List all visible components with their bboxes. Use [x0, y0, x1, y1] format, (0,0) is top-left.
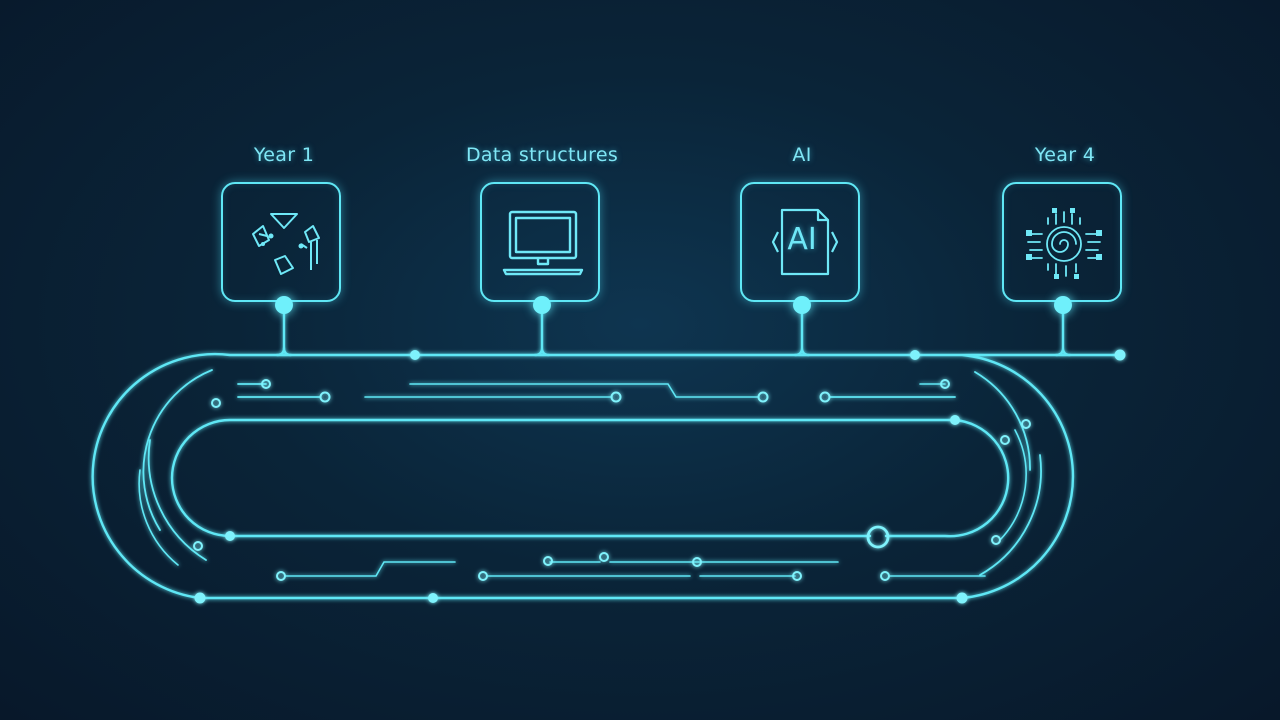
milestone-node-4 [1054, 296, 1072, 314]
circuit-spiral-icon [1026, 208, 1102, 279]
milestone-label-ai: AI [792, 144, 812, 166]
milestone-node-2 [533, 296, 551, 314]
milestone-label-year-1: Year 1 [253, 144, 315, 166]
milestone-card-data-structures [480, 182, 600, 302]
milestone-label-data-structures: Data structures [465, 144, 619, 166]
ai-chip-icon [771, 208, 839, 276]
milestone-node-1 [275, 296, 293, 314]
milestone-node-3 [793, 296, 811, 314]
milestone-label-year-4: Year 4 [1034, 144, 1096, 166]
monitor-icon [502, 210, 584, 276]
milestone-card-ai: AI [740, 182, 860, 302]
shapes-icon [252, 213, 320, 275]
milestone-card-year-1 [221, 182, 341, 302]
milestone-card-year-4 [1002, 182, 1122, 302]
inner-track [170, 418, 1010, 538]
ai-icon-text: AI [787, 222, 817, 257]
